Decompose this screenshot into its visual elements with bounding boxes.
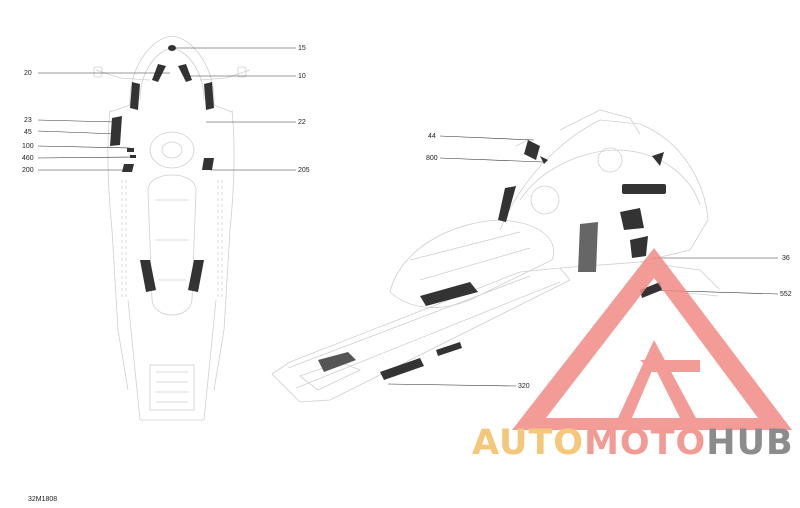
callout-22: 22: [298, 119, 306, 126]
callout-200: 200: [22, 167, 34, 174]
callout-15: 15: [298, 45, 306, 52]
callout-800: 800: [426, 155, 438, 162]
watermark-auto: AUTO: [472, 423, 585, 463]
callout-320: 320: [518, 383, 530, 390]
leader-lines: [37, 47, 779, 387]
side-view-snowmobile: [271, 109, 721, 403]
callout-labels: 20 15 10 23 45 22 100 460 200 205 44 800…: [22, 45, 792, 390]
side-view-decals: [318, 140, 666, 380]
callout-205: 205: [298, 167, 310, 174]
callout-45: 45: [24, 129, 32, 136]
watermark-text: AUTOMOTOHUB: [472, 423, 794, 463]
watermark-moto: MOTO: [584, 423, 707, 463]
callout-552: 552: [780, 291, 792, 298]
diagram-code: 32M1808: [28, 496, 58, 503]
watermark-logo-triangle: [512, 248, 792, 430]
callout-36: 36: [782, 255, 790, 262]
callout-100: 100: [22, 143, 34, 150]
callout-23: 23: [24, 117, 32, 124]
top-view-snowmobile: [93, 35, 251, 421]
watermark-hub: HUB: [706, 423, 794, 463]
callout-460: 460: [22, 155, 34, 162]
callout-20: 20: [24, 70, 32, 77]
callout-44: 44: [428, 133, 436, 140]
callout-10: 10: [298, 73, 306, 80]
